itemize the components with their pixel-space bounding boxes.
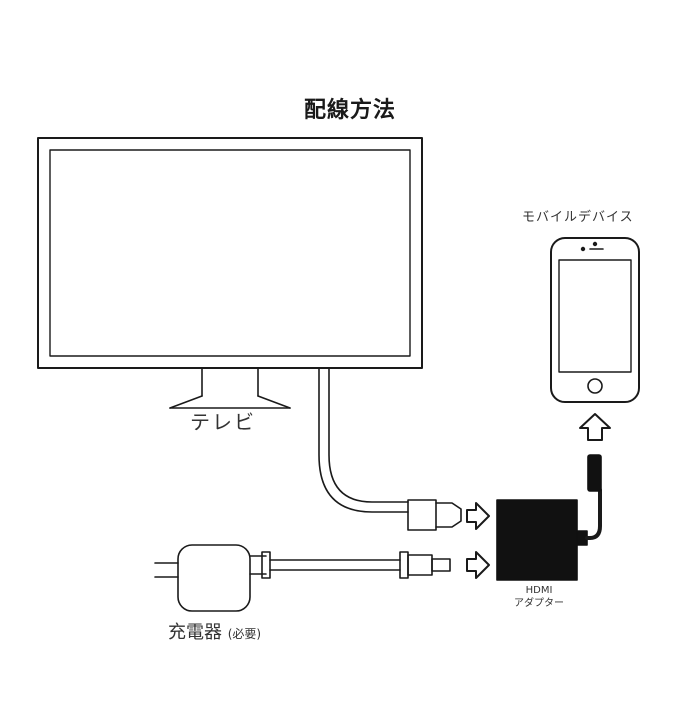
hdmi-adapter-label-line2: アダプター xyxy=(514,598,564,609)
usb-charger-icon xyxy=(154,544,451,612)
arrow-up-icon xyxy=(579,413,611,441)
charger-label: 充電器 (必要) xyxy=(168,618,261,644)
tv-label: テレビ xyxy=(190,410,256,434)
diagram-title: 配線方法 xyxy=(303,98,396,123)
charger-required-note: (必要) xyxy=(227,627,262,641)
hdmi-adapter-label: HDMI アダプター xyxy=(494,584,584,610)
hdmi-cable xyxy=(318,367,462,531)
mobile-device-label: モバイルデバイス xyxy=(522,210,634,225)
arrow-right-icon xyxy=(466,502,490,530)
television-icon xyxy=(37,137,423,409)
charger-label-text: 充電器 xyxy=(168,622,222,643)
arrow-right-icon xyxy=(466,551,490,579)
hdmi-adapter-label-line1: HDMI xyxy=(525,585,553,596)
smartphone-icon xyxy=(550,237,640,403)
hdmi-adapter-icon xyxy=(496,454,602,581)
